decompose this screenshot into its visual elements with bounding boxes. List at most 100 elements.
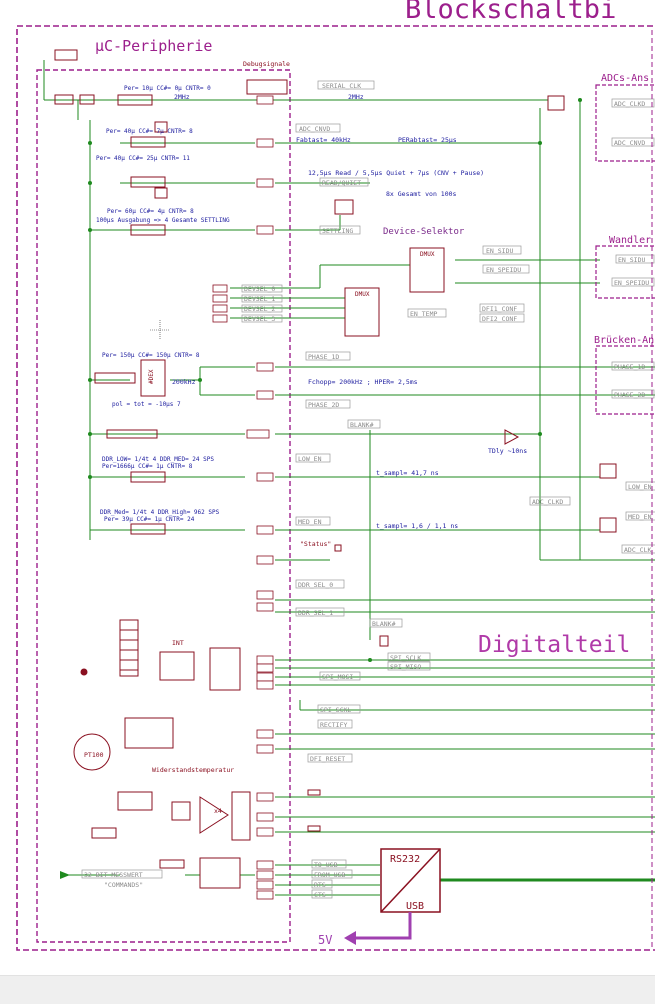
svg-text:Per= 10µ CC#= 0µ CNTR= 0: Per= 10µ CC#= 0µ CNTR= 0: [124, 85, 211, 92]
adc-cnvd-right-label: ADC_CNVD: [614, 139, 645, 147]
bruecken-title: Brücken-An: [594, 335, 654, 346]
svg-text:#DEX: #DEX: [148, 369, 155, 384]
x4-label: x4: [214, 807, 222, 815]
en-speidu-label: EN_SPEIDU: [486, 266, 521, 274]
dfi-conf-label: DFI1_CONF: [482, 305, 517, 313]
phase-2d-right-label: PHASE_2D: [614, 391, 645, 399]
svg-text:100µs Ausgabung => 4 Gesamte S: 100µs Ausgabung => 4 Gesamte SETTLING: [96, 217, 230, 224]
svg-text:pol = tot = -10µs 7: pol = tot = -10µs 7: [112, 401, 181, 408]
svg-text:DDR_LOW= 1/4t 4 DDR_MED= 24 SP: DDR_LOW= 1/4t 4 DDR_MED= 24 SPS: [102, 456, 214, 463]
pt100-label: PT100: [84, 751, 104, 759]
to-usb-label: TO_USB: [314, 861, 338, 869]
en-temp-label: EN_TEMP: [410, 310, 437, 318]
adc-cnvd-box: [295, 123, 341, 133]
phase-1d-label: PHASE_1D: [308, 353, 339, 361]
freq-2mhz-label: 2MHz: [348, 93, 364, 101]
input-arrow: [60, 871, 70, 879]
svg-text:DMUX: DMUX: [355, 291, 370, 298]
freq-2mhz-b-label: 2MHz: [174, 93, 190, 101]
messwert-label: 32 BIT MESSWERT: [84, 871, 143, 879]
port-boxes: [212, 95, 274, 900]
debugsignale-label: Debugsignale: [243, 60, 290, 68]
dfi-reset-label: DFI_RESET: [310, 755, 345, 763]
rectify-label: RECTIFY: [320, 721, 347, 729]
commands-label: "COMMANDS": [104, 881, 143, 889]
digitalteil-title: Digitalteil: [478, 632, 630, 658]
from-usb-label: FROM_USB: [314, 871, 345, 879]
svg-text:Per= 150µ CC#= 150µ CNTR= 8: Per= 150µ CC#= 150µ CNTR= 8: [102, 352, 200, 359]
med-en-label: MED_EN: [298, 518, 322, 526]
devsel-1-label: DEVSEL_1: [244, 295, 275, 303]
dfi2-conf-label: DFI2_CONF: [482, 315, 517, 323]
svg-text:Per=1666µ CC#= 1µ CNTR= 8: Per=1666µ CC#= 1µ CNTR= 8: [102, 463, 193, 470]
adc-cnvd-label: ADC_CNVD: [299, 125, 330, 133]
fchopp-label: Fchopp= 200kHz ; HPER= 2,5ms: [308, 378, 418, 386]
fabtast-label: Fabtast= 40kHz: [296, 136, 351, 144]
phase-2d-label: PHASE_2D: [308, 401, 339, 409]
rs232-usb-converter: RS232 USB: [380, 848, 441, 913]
svg-text:Per= 60µ CC#= 4µ CNTR= 8: Per= 60µ CC#= 4µ CNTR= 8: [107, 208, 194, 215]
cts-label: CTS: [314, 891, 326, 899]
svg-text:Per= 39µ CC#= 1µ CNTR= 24: Per= 39µ CC#= 1µ CNTR= 24: [104, 516, 195, 523]
blank2-label: BLANK#: [372, 620, 396, 628]
devsel-2-label: DEVSEL_2: [244, 305, 275, 313]
block-diagram: Blockschaltbi µC-Peripherie Digitalteil: [16, 0, 655, 951]
lower-blocks: [73, 619, 251, 889]
en-sidu-right-label: EN_SIDU: [618, 256, 645, 264]
svg-text:Per= 40µ CC#= 7µ CNTR= 8: Per= 40µ CC#= 7µ CNTR= 8: [106, 128, 193, 135]
phase-1d-right-label: PHASE_1D: [614, 363, 645, 371]
peripherie-title: µC-Peripherie: [95, 37, 212, 55]
timing-notes: Per= 10µ CC#= 0µ CNTR= 0 Per= 40µ CC#= 7…: [96, 85, 230, 523]
med-en-right-label: MED_EN: [628, 513, 652, 521]
ddr-sel-1-label: DDR_SEL_1: [298, 609, 333, 617]
adcs-title: ADCs-Ans: [601, 73, 649, 84]
en-speidu-right-label: EN_SPEIDU: [614, 279, 649, 287]
timing-rq-label: 12,5µs Read / 5,5µs Quiet + 7µs (CNV + P…: [308, 169, 484, 177]
ddr-sel-0-label: DDR_SEL_0: [298, 581, 333, 589]
adcs-frame: [595, 84, 655, 162]
sheet-frame: [16, 25, 655, 951]
devsel-3-label: DEVSEL_3: [244, 315, 275, 323]
right-gates: [307, 429, 617, 832]
serial-clk-label: SERIAL_CLK: [322, 82, 361, 90]
settling-box: [319, 225, 361, 235]
t-sampl-2-label: t_sampl= 1,6 / 1,1 ns: [376, 522, 458, 530]
serial-clk-box: [317, 80, 375, 90]
svg-text:Per= 40µ CC#= 25µ CNTR= 11: Per= 40µ CC#= 25µ CNTR= 11: [96, 155, 190, 162]
blank-label: BLANK#: [350, 421, 374, 429]
adc-clkd-right-label: ADC_CLKD: [614, 100, 645, 108]
low-en-label: LOW_EN: [298, 455, 322, 463]
status-bar: [0, 975, 655, 1004]
settling-label: SETTLING: [322, 227, 353, 235]
spi-miso-label: SPI_MISO: [390, 663, 421, 671]
schematic-sheet: Blockschaltbi µC-Peripherie Digitalteil: [16, 0, 655, 951]
power-5v: 5V: [318, 912, 412, 947]
mux-blocks: [334, 95, 565, 337]
bruecken-frame: [595, 345, 655, 415]
gesamt-label: 8x Gesamt von 100s: [386, 190, 457, 198]
pe-abtast-label: PERabtast= 25µs: [398, 136, 457, 144]
freq-200khz-label: 200kHz: [172, 378, 196, 386]
usb-label: USB: [406, 901, 424, 912]
rs232-label: RS232: [390, 854, 420, 865]
adc-clkd-mid-label: ADC_CLKD: [532, 498, 563, 506]
crosshair: [150, 320, 170, 340]
spi-sclk-label: SPI_SCLK: [390, 654, 421, 662]
low-en-right-label: LOW_EN: [628, 483, 652, 491]
wandler-title: Wandler: [609, 235, 651, 246]
read-quiet-box: [319, 177, 369, 187]
rts-label: RTS: [314, 881, 326, 889]
spi-mosi-label: SPI_MOSI: [322, 673, 353, 681]
spi-sckl-label: SPI_SCKL: [320, 706, 351, 714]
t-sampl-1-label: t_sampl= 41,7 ns: [376, 469, 439, 477]
svg-text:DMUX: DMUX: [420, 251, 435, 258]
int-label: INT: [172, 639, 184, 647]
devsel-0-label: DEVSEL_0: [244, 285, 275, 293]
peripherie-frame: [36, 69, 291, 943]
wandler-frame: [595, 245, 655, 299]
green-wires: [43, 60, 655, 896]
sheet-title: Blockschaltbi: [405, 0, 616, 25]
svg-text:DDR_Med= 1/4t 4 DDR_High= 962: DDR_Med= 1/4t 4 DDR_High= 962 SPS: [100, 509, 220, 516]
junction-dots: [88, 98, 582, 662]
temperatur-label: Widerstandstemperatur: [152, 766, 234, 774]
